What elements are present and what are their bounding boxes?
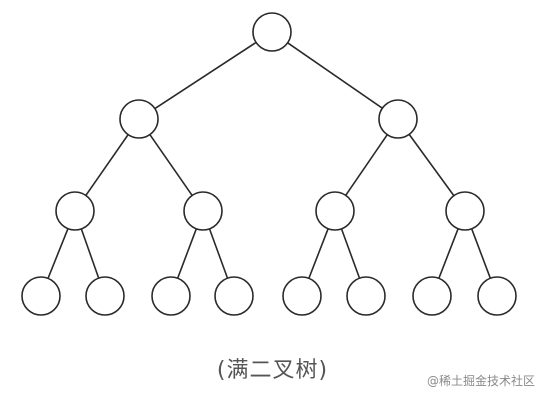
tree-edge xyxy=(308,228,329,279)
tree-node xyxy=(378,99,418,139)
tree-node xyxy=(445,191,485,231)
watermark-text: @稀土掘金技术社区 xyxy=(426,374,535,388)
tree-node xyxy=(477,276,517,316)
tree-node xyxy=(119,99,159,139)
diagram-caption: (满二叉树) xyxy=(216,358,329,383)
tree-edge xyxy=(287,42,383,109)
tree-edge xyxy=(208,228,229,279)
tree-node xyxy=(315,191,355,231)
tree-node xyxy=(183,191,223,231)
tree-nodes xyxy=(21,12,517,316)
tree-edge xyxy=(85,134,129,196)
tree-node xyxy=(151,276,191,316)
tree-edge xyxy=(345,134,388,196)
tree-node xyxy=(21,276,61,316)
tree-node xyxy=(214,276,254,316)
tree-node xyxy=(55,191,95,231)
tree-edge xyxy=(470,228,492,279)
tree-edge xyxy=(438,228,459,279)
tree-edge xyxy=(176,228,198,279)
tree-edge xyxy=(149,134,193,196)
tree-edge xyxy=(154,41,257,110)
tree-edge xyxy=(80,228,100,279)
tree-node xyxy=(252,12,292,52)
tree-node xyxy=(412,276,452,316)
tree-edge xyxy=(408,133,455,197)
tree-node xyxy=(85,276,125,316)
tree-edges xyxy=(47,41,492,279)
tree-edge xyxy=(340,228,361,279)
tree-node xyxy=(346,276,386,316)
full-binary-tree-diagram xyxy=(21,12,517,316)
tree-node xyxy=(282,276,322,316)
tree-edge xyxy=(47,228,69,279)
